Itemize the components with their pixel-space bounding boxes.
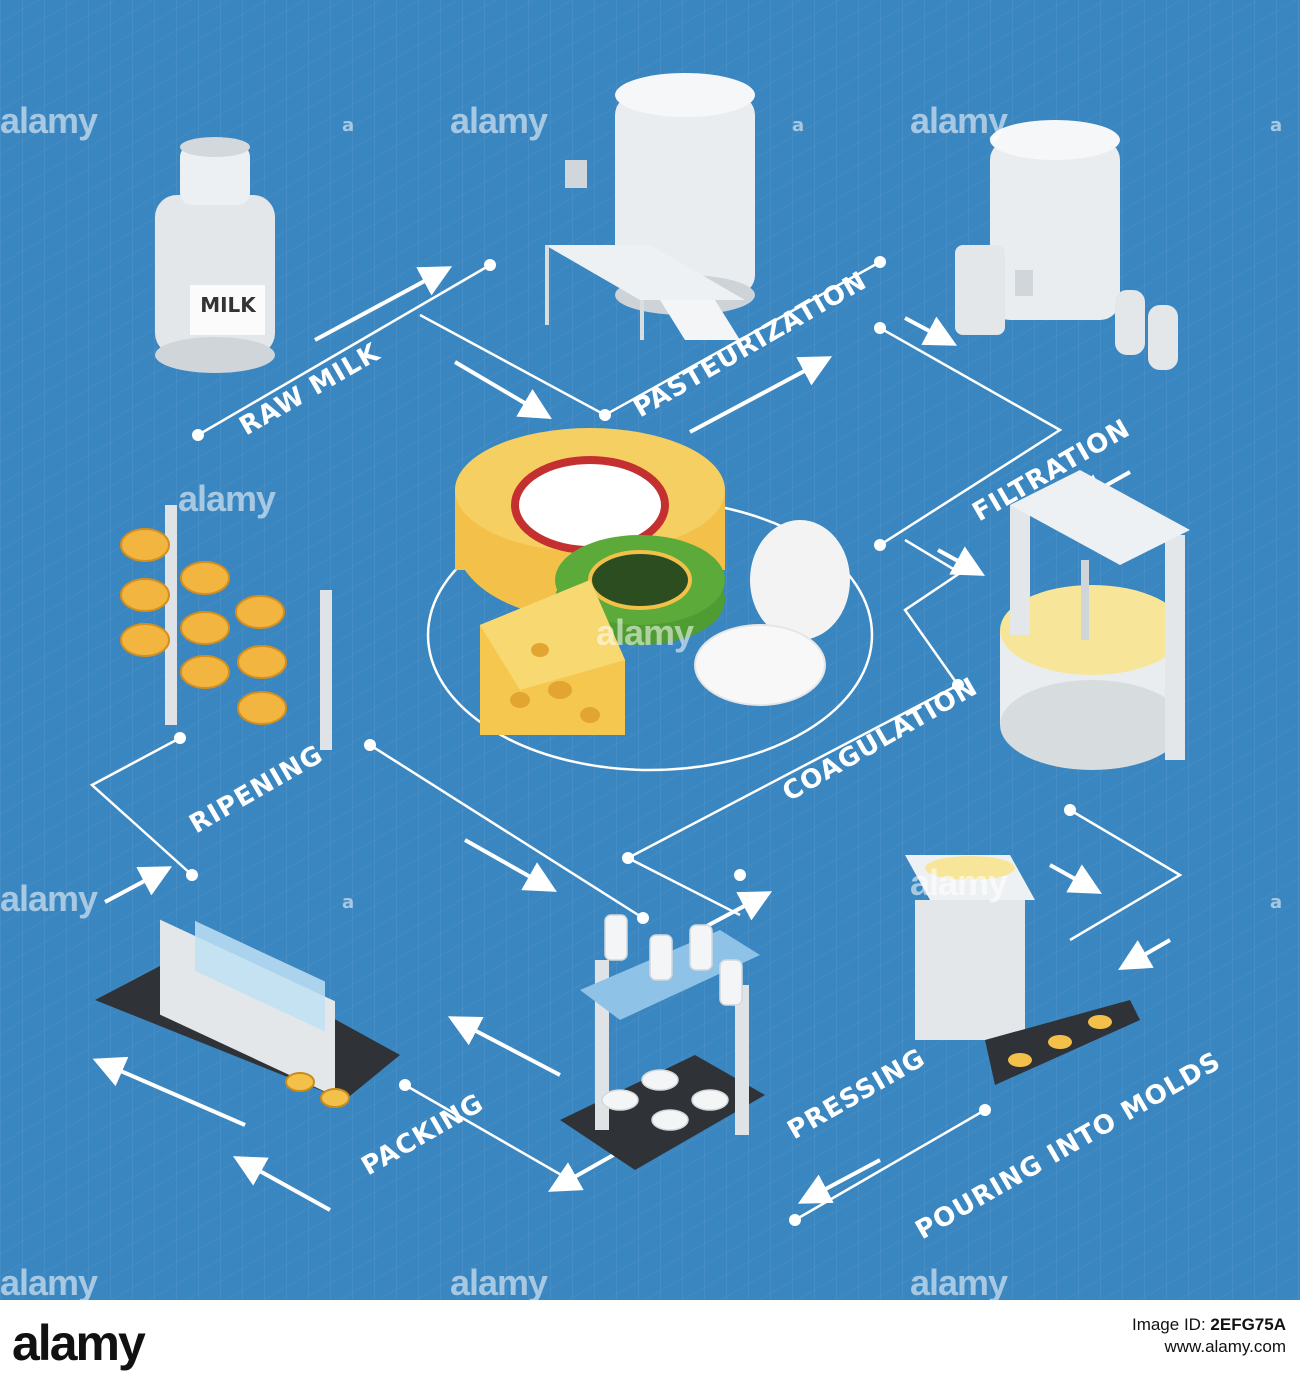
connector-ripening	[89, 736, 193, 876]
watermark: alamy	[450, 100, 548, 141]
flow-diagram: MILK	[0, 0, 1300, 1300]
ripening-rack-illustration	[120, 505, 332, 750]
flowchart-canvas: MILK	[0, 0, 1300, 1300]
arrow-6	[937, 546, 986, 576]
arrow-16	[233, 1156, 331, 1212]
watermark-mark: a	[1270, 115, 1283, 136]
connector-packing	[404, 1083, 571, 1182]
watermark: alamy	[0, 878, 98, 919]
pouring-machine-illustration	[905, 855, 1140, 1085]
center-cheese-illustration	[455, 428, 850, 735]
connector-filtration	[879, 326, 1063, 547]
arrow-11	[104, 866, 173, 904]
watermark-mark: a	[342, 115, 355, 136]
connector-coagulation	[627, 538, 963, 860]
watermark: alamy	[910, 1262, 1008, 1300]
alamy-logo: alamy	[12, 1315, 146, 1371]
stock-footer: alamy Image ID: 2EFG75A www.alamy.com	[0, 1300, 1300, 1390]
image-info: Image ID: 2EFG75A www.alamy.com	[1132, 1314, 1286, 1358]
arrow-4	[904, 316, 958, 346]
arrow-7	[464, 838, 557, 892]
arrow-12	[447, 1016, 561, 1077]
milk-can-label: MILK	[200, 293, 257, 317]
watermark: alamy	[450, 1262, 548, 1300]
connector-coag-end	[627, 856, 741, 917]
watermark: alamy	[910, 100, 1008, 141]
watermark: alamy	[910, 862, 1008, 903]
milk-can-illustration: MILK	[155, 137, 275, 373]
filtration-tank-illustration	[955, 120, 1178, 370]
coagulation-vat-illustration	[1000, 470, 1190, 770]
arrow-13	[797, 1158, 881, 1204]
arrow-1	[314, 266, 453, 342]
arrow-10	[1118, 938, 1172, 971]
connector-pouring	[1069, 808, 1183, 942]
image-id-label: Image ID:	[1131, 1315, 1206, 1334]
watermark-mark: a	[342, 892, 355, 913]
arrow-9	[1049, 863, 1102, 894]
connector-center-pressing	[369, 743, 644, 920]
site-url: www.alamy.com	[1164, 1337, 1286, 1356]
image-id: 2EFG75A	[1210, 1315, 1286, 1334]
connector-dots	[174, 256, 1076, 1226]
flow-arrows	[92, 266, 1172, 1212]
packing-line-illustration	[95, 919, 400, 1108]
watermark-mark: a	[1270, 892, 1283, 913]
watermark: alamy	[0, 100, 98, 141]
arrow-2	[453, 360, 552, 420]
watermark: alamy	[178, 478, 276, 519]
pressing-machine-illustration	[560, 914, 765, 1170]
arrow-3	[689, 356, 833, 434]
watermark: alamy	[596, 612, 694, 653]
watermark-mark: a	[792, 115, 805, 136]
pasteurization-tank-illustration	[545, 73, 755, 340]
arrow-15	[92, 1056, 246, 1127]
watermark: alamy	[0, 1262, 98, 1300]
